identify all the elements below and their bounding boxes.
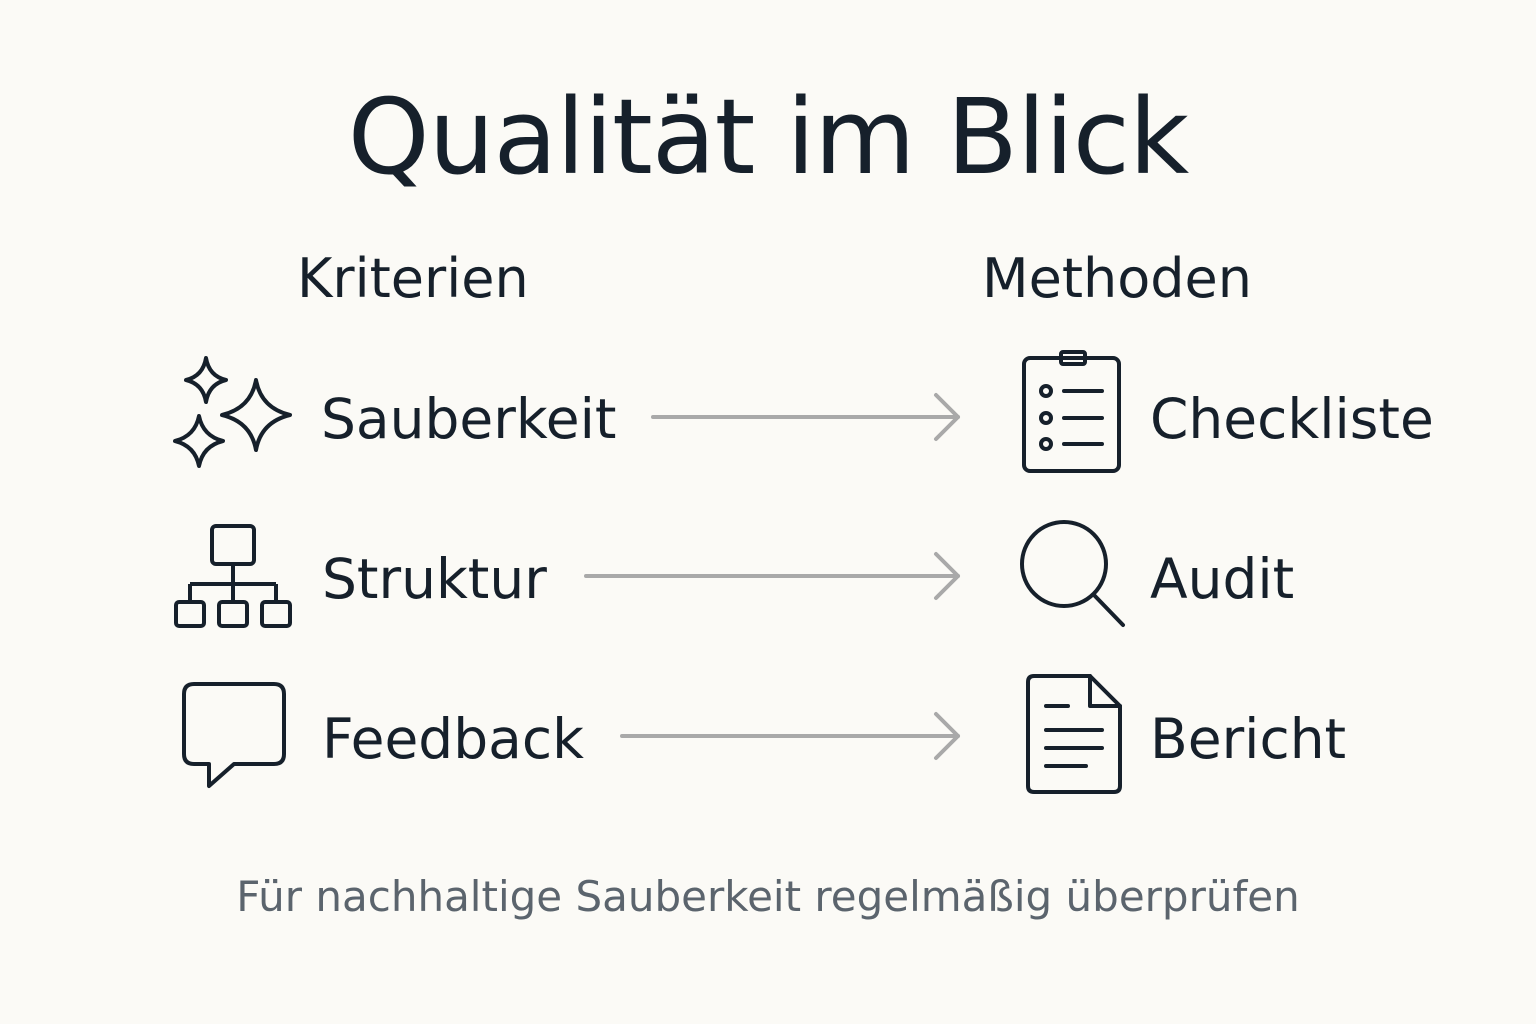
criteria-heading: Kriterien xyxy=(297,247,529,310)
method-label-checkliste: Checkliste xyxy=(1150,387,1434,451)
magnifier-icon xyxy=(1020,520,1125,627)
footer-caption: Für nachhaltige Sauberkeit regelmäßig üb… xyxy=(236,872,1300,921)
criterion-label-feedback: Feedback xyxy=(322,707,584,771)
arrow-right-icon xyxy=(584,552,960,600)
document-icon xyxy=(1026,674,1122,794)
criterion-label-sauberkeit: Sauberkeit xyxy=(321,387,617,451)
method-label-bericht: Bericht xyxy=(1150,707,1347,771)
arrow-right-icon xyxy=(651,393,960,441)
speech-bubble-icon xyxy=(182,682,286,788)
hierarchy-icon xyxy=(174,524,292,628)
method-label-audit: Audit xyxy=(1150,547,1295,611)
clipboard-checklist-icon xyxy=(1022,350,1121,473)
sparkles-icon xyxy=(173,356,292,468)
arrow-right-icon xyxy=(620,712,960,760)
page-title: Qualität im Blick xyxy=(347,76,1189,198)
criterion-label-struktur: Struktur xyxy=(322,547,547,611)
methods-heading: Methoden xyxy=(982,247,1252,310)
